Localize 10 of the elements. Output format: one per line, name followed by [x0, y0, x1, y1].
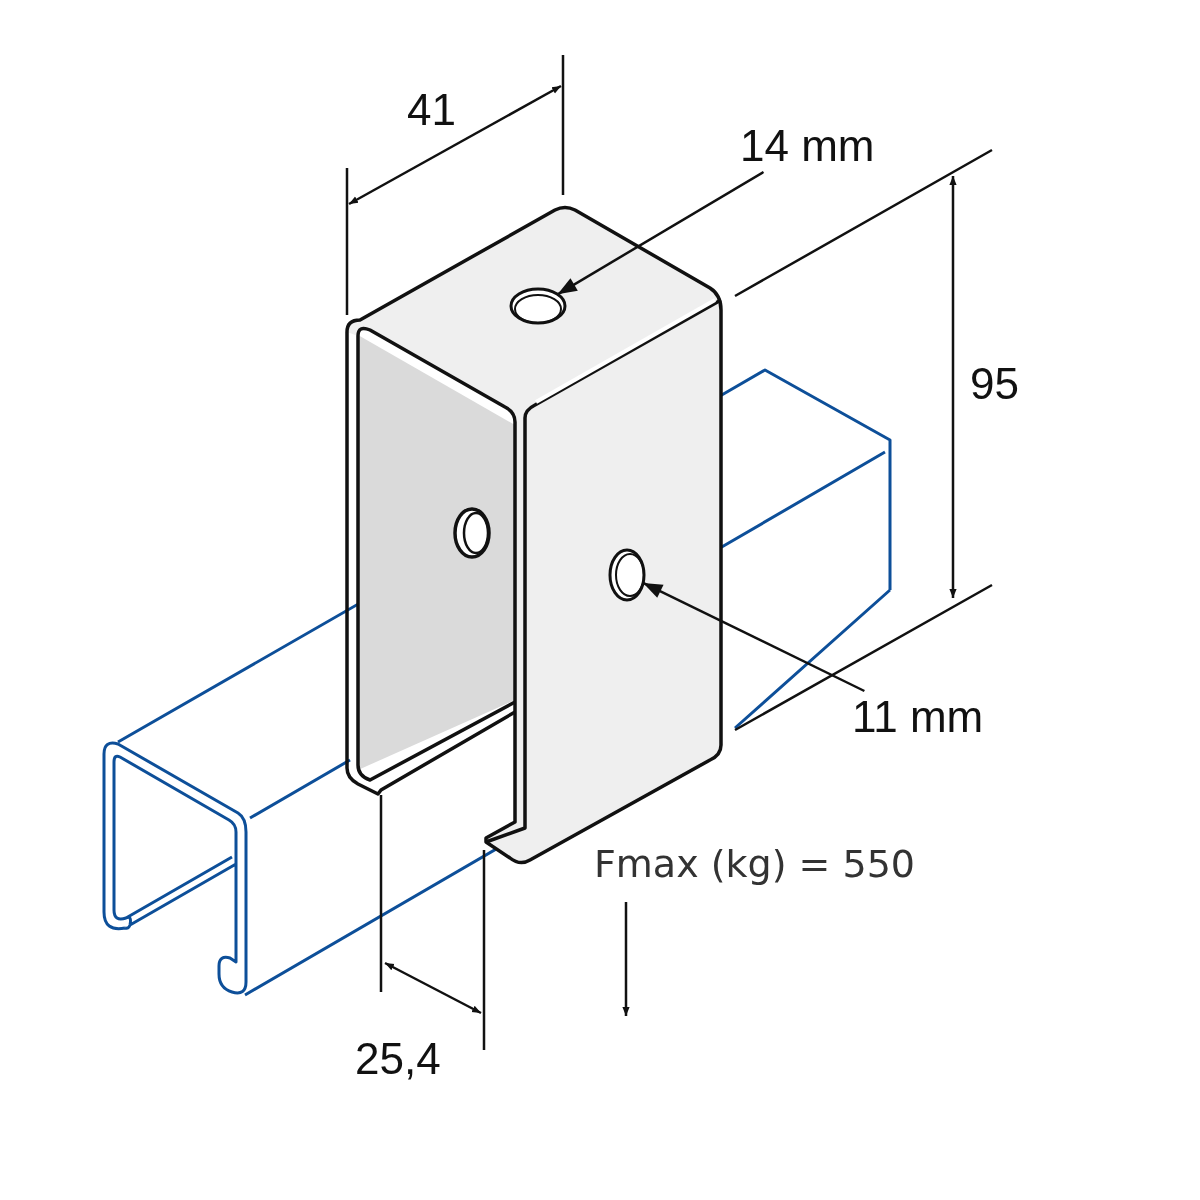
hole	[509, 287, 567, 325]
load-label: Fmax (kg) = 550	[594, 845, 916, 883]
dimension-label: 95	[970, 362, 1019, 406]
leader-line	[557, 170, 765, 296]
dimension-label: 11 mm	[852, 695, 984, 739]
hole	[608, 548, 646, 602]
leader-line	[642, 581, 865, 693]
dimension-label: 25,4	[355, 1037, 441, 1081]
dimension-label: 41	[407, 88, 456, 132]
dimension-label: 14 mm	[740, 124, 875, 168]
